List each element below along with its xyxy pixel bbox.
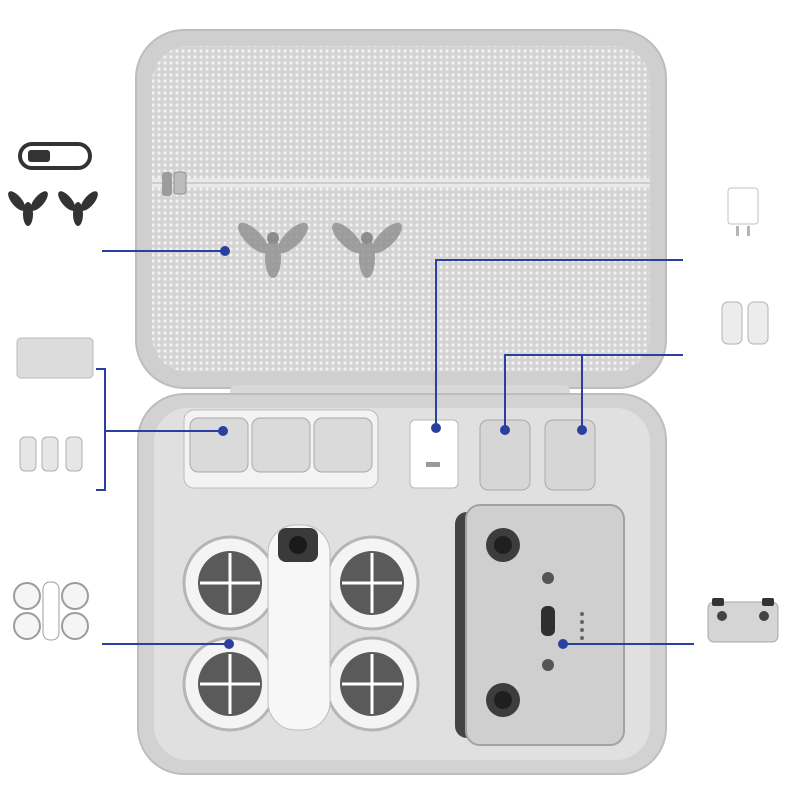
propeller-icon bbox=[8, 191, 98, 226]
callout-charging-hub bbox=[96, 368, 106, 491]
charging-hub-icon bbox=[16, 337, 94, 379]
callout-charger bbox=[435, 259, 683, 428]
power-adapter-icon bbox=[727, 187, 759, 236]
usb-c-cable-icon bbox=[18, 142, 92, 170]
propeller-silhouette-left bbox=[237, 222, 309, 278]
callout-lines bbox=[96, 250, 694, 645]
charging-hub-with-batteries bbox=[183, 409, 379, 489]
drone bbox=[182, 524, 420, 732]
callout-dots bbox=[218, 246, 587, 649]
spare-batteries bbox=[479, 419, 596, 491]
drone-thumbnail-icon bbox=[13, 581, 89, 641]
charger-adapter bbox=[409, 419, 459, 489]
propeller-silhouette-right bbox=[331, 222, 403, 278]
case-lid bbox=[135, 29, 667, 389]
mesh-lid-pocket bbox=[152, 46, 650, 372]
battery-pair-icon bbox=[721, 301, 769, 345]
battery-icon bbox=[19, 436, 83, 472]
remote-controller bbox=[455, 504, 625, 746]
case-base bbox=[137, 393, 667, 775]
controller-icon bbox=[707, 598, 779, 643]
zipper-pull-icon[interactable] bbox=[162, 171, 187, 196]
